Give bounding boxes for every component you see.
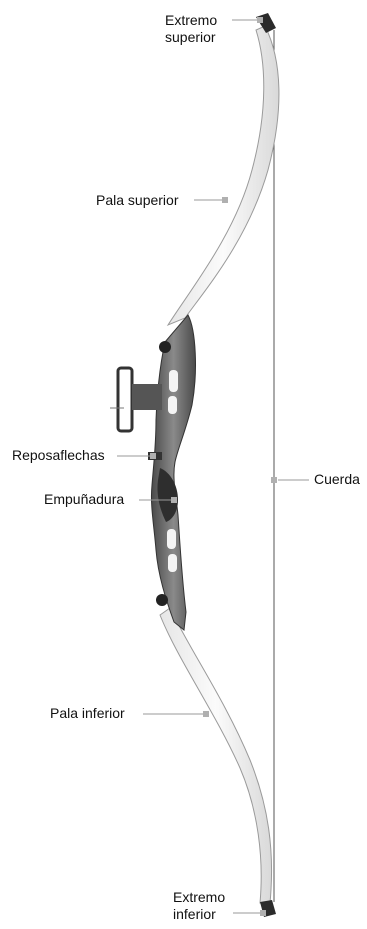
sight-bracket	[118, 368, 132, 431]
label-tip-top: Extremo superior	[165, 12, 217, 46]
label-tip-bottom-line1: Extremo	[173, 889, 225, 906]
leader-lines	[117, 20, 309, 913]
label-tip-top-line1: Extremo	[165, 12, 217, 29]
riser	[151, 315, 195, 630]
upper-limb	[168, 26, 279, 325]
label-grip: Empuñadura	[44, 491, 124, 508]
label-string: Cuerda	[314, 471, 360, 488]
label-upper-limb: Pala superior	[96, 192, 179, 209]
sight-bar	[132, 384, 162, 410]
riser-bushing	[156, 594, 168, 606]
label-tip-bottom: Extremo inferior	[173, 889, 225, 923]
riser-cutout	[168, 396, 177, 414]
riser-cutout	[168, 554, 177, 572]
lower-limb	[160, 608, 272, 903]
riser-bushing	[159, 341, 171, 353]
label-lower-limb: Pala inferior	[50, 705, 125, 722]
label-tip-top-line2: superior	[165, 29, 217, 46]
riser-cutout	[169, 370, 178, 392]
label-arrow-rest: Reposaflechas	[12, 447, 105, 464]
riser-cutout	[167, 529, 176, 549]
label-tip-bottom-line2: inferior	[173, 906, 225, 923]
